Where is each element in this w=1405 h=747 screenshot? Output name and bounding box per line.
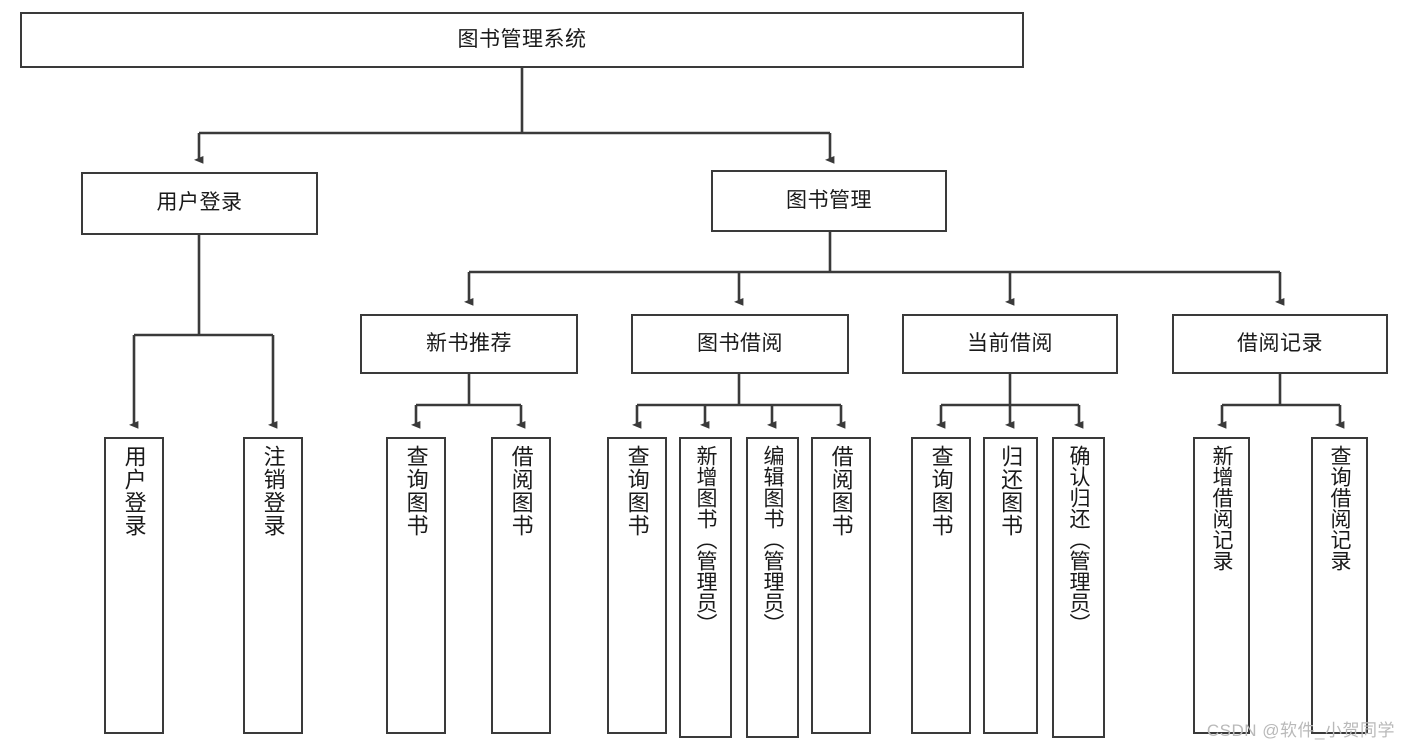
node-root[interactable]: 图书管理系统 xyxy=(20,12,1024,68)
node-leaf-query-book-1[interactable]: 查询图书 xyxy=(386,437,446,734)
node-leaf-user-login-label: 用户登录 xyxy=(121,445,147,537)
node-leaf-query-record[interactable]: 查询借阅记录 xyxy=(1311,437,1368,734)
node-leaf-edit-book-label: 编辑图书（管理员） xyxy=(761,445,784,634)
node-leaf-query-book-1-label: 查询图书 xyxy=(403,445,429,537)
node-leaf-return-book-label: 归还图书 xyxy=(998,445,1024,537)
node-leaf-add-book-label: 新增图书（管理员） xyxy=(694,445,717,634)
node-leaf-query-book-2-label: 查询图书 xyxy=(624,445,650,537)
node-book-manage-label: 图书管理 xyxy=(786,188,872,212)
node-leaf-add-record-label: 新增借阅记录 xyxy=(1210,445,1233,571)
node-leaf-query-book-3-label: 查询图书 xyxy=(928,445,954,537)
node-new-book-recommend-label: 新书推荐 xyxy=(426,331,512,355)
node-user-login[interactable]: 用户登录 xyxy=(81,172,318,235)
node-leaf-user-logout[interactable]: 注销登录 xyxy=(243,437,303,734)
node-borrow-record[interactable]: 借阅记录 xyxy=(1172,314,1388,374)
node-book-manage[interactable]: 图书管理 xyxy=(711,170,947,232)
node-leaf-borrow-book-2-label: 借阅图书 xyxy=(828,445,854,537)
node-leaf-edit-book[interactable]: 编辑图书（管理员） xyxy=(746,437,799,738)
node-leaf-query-book-3[interactable]: 查询图书 xyxy=(911,437,971,734)
node-leaf-user-login[interactable]: 用户登录 xyxy=(104,437,164,734)
node-book-borrow-label: 图书借阅 xyxy=(697,331,783,355)
node-current-borrow-label: 当前借阅 xyxy=(967,331,1053,355)
node-leaf-confirm-return[interactable]: 确认归还（管理员） xyxy=(1052,437,1105,738)
node-leaf-borrow-book-1-label: 借阅图书 xyxy=(508,445,534,537)
node-leaf-return-book[interactable]: 归还图书 xyxy=(983,437,1038,734)
node-leaf-borrow-book-2[interactable]: 借阅图书 xyxy=(811,437,871,734)
node-leaf-borrow-book-1[interactable]: 借阅图书 xyxy=(491,437,551,734)
watermark: CSDN @软件_小贺同学 xyxy=(1206,721,1395,740)
node-book-borrow[interactable]: 图书借阅 xyxy=(631,314,849,374)
node-leaf-confirm-return-label: 确认归还（管理员） xyxy=(1067,445,1090,634)
node-user-login-label: 用户登录 xyxy=(156,191,243,215)
node-new-book-recommend[interactable]: 新书推荐 xyxy=(360,314,578,374)
node-leaf-user-logout-label: 注销登录 xyxy=(260,445,286,537)
node-borrow-record-label: 借阅记录 xyxy=(1237,331,1323,355)
node-root-label: 图书管理系统 xyxy=(457,27,587,51)
node-leaf-add-book[interactable]: 新增图书（管理员） xyxy=(679,437,732,738)
node-leaf-query-record-label: 查询借阅记录 xyxy=(1328,445,1351,571)
node-current-borrow[interactable]: 当前借阅 xyxy=(902,314,1118,374)
node-leaf-query-book-2[interactable]: 查询图书 xyxy=(607,437,667,734)
node-leaf-add-record[interactable]: 新增借阅记录 xyxy=(1193,437,1250,734)
